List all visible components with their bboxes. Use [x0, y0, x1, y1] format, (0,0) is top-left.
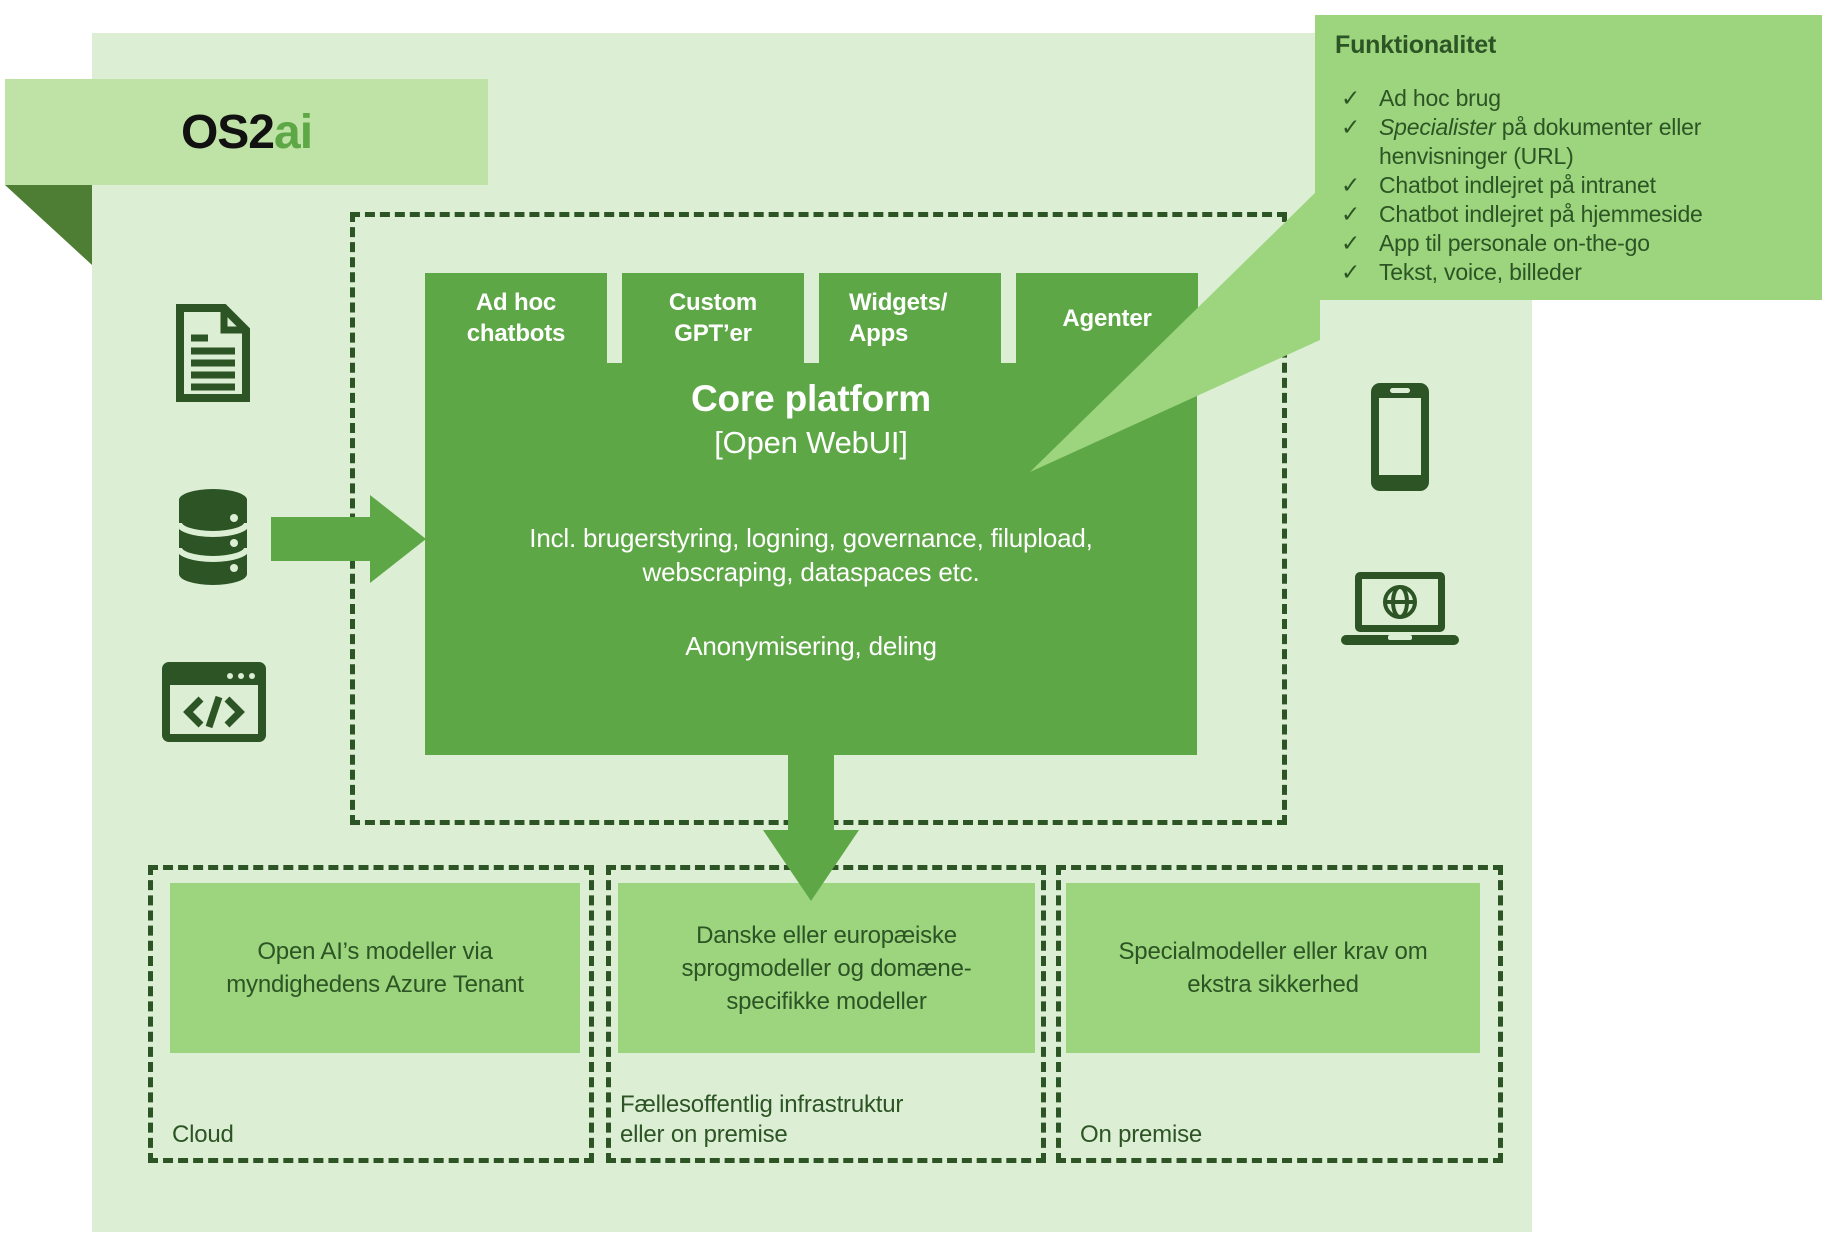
check-icon: ✓	[1341, 172, 1361, 198]
zone-label-line: Fællesoffentlig infrastruktur	[620, 1091, 904, 1118]
tab-gap	[1001, 273, 1016, 363]
core-description-line2: webscraping, dataspaces etc.	[642, 557, 980, 587]
tab-label: chatbots	[466, 320, 566, 347]
box-text-line: ekstra sikkerhed	[1187, 971, 1359, 998]
funktionalitet-title: Funktionalitet	[1335, 31, 1497, 59]
box-text-line: sprogmodeller og domæne-	[681, 954, 972, 982]
tab-label: GPT’er	[674, 320, 752, 347]
check-icon: ✓	[1341, 114, 1361, 140]
list-item-text: Chatbot indlejret på intranet	[1379, 172, 1656, 198]
zone-label-line: On premise	[1080, 1121, 1203, 1148]
core-description: Incl. brugerstyring, logning, governance…	[425, 521, 1197, 589]
on-premise-zone-dashed-frame	[1056, 865, 1503, 1163]
funktionalitet-panel: Funktionalitet ✓ Ad hoc brug ✓ Specialis…	[1315, 15, 1822, 300]
list-item: ✓ Specialister på dokumenter eller henvi…	[1335, 113, 1808, 171]
box-text-line: specifikke modeller	[726, 987, 927, 1015]
list-item: ✓ Tekst, voice, billeder	[1335, 258, 1808, 287]
funktionalitet-list: ✓ Ad hoc brug ✓ Specialister på dokument…	[1335, 84, 1808, 287]
banner-fold-triangle	[5, 185, 92, 265]
list-item-text: Tekst, voice, billeder	[1379, 259, 1582, 285]
logo-text-os2: OS2	[180, 105, 275, 159]
box-text-line: myndighedens Azure Tenant	[226, 971, 524, 998]
core-title: Core platform	[691, 378, 931, 419]
list-item-text: Ad hoc brug	[1379, 85, 1501, 111]
database-icon	[175, 487, 251, 587]
laptop-globe-icon	[1341, 572, 1459, 646]
tab-label: Apps	[849, 320, 909, 347]
tab-label: Widgets/	[849, 289, 948, 316]
list-item: ✓ Chatbot indlejret på hjemmeside	[1335, 200, 1808, 229]
tab-gap	[607, 273, 622, 363]
zone-label-line: eller on premise	[620, 1121, 788, 1148]
zone-label-line: Cloud	[172, 1121, 234, 1148]
smartphone-icon	[1369, 381, 1431, 493]
list-item: ✓ Ad hoc brug	[1335, 84, 1808, 113]
tab-widgets-apps: Widgets/ Apps	[819, 273, 1001, 363]
check-icon: ✓	[1341, 259, 1361, 285]
tab-label: Ad hoc	[475, 289, 557, 316]
tab-ad-hoc-chatbots: Ad hoc chatbots	[425, 273, 607, 363]
box-text-line: Open AI’s modeller via	[257, 938, 493, 965]
core-subtitle: [Open WebUI]	[714, 425, 908, 460]
logo-banner: OS2ai	[5, 79, 488, 185]
zone-label-cloud: Cloud	[172, 1120, 234, 1150]
logo-text-ai: ai	[274, 105, 313, 159]
tab-label: Agenter	[1062, 304, 1152, 332]
danish-european-models-box: Danske eller europæiske sprogmodeller og…	[618, 883, 1035, 1053]
code-window-icon	[162, 662, 266, 742]
tab-label: Custom	[668, 289, 758, 316]
check-icon: ✓	[1341, 85, 1361, 111]
tab-gap	[804, 273, 819, 363]
list-item-text: App til personale on-the-go	[1379, 230, 1650, 256]
list-item: ✓ App til personale on-the-go	[1335, 229, 1808, 258]
os2ai-logo: OS2ai	[180, 105, 313, 160]
down-arrow-icon	[788, 755, 834, 832]
tab-custom-gpter: Custom GPT’er	[622, 273, 804, 363]
document-icon	[172, 303, 254, 403]
box-text-line: Danske eller europæiske	[696, 921, 957, 949]
core-description-anonymisering: Anonymisering, deling	[685, 631, 937, 661]
list-item-text: Chatbot indlejret på hjemmeside	[1379, 201, 1703, 227]
zone-label-on-premise: On premise	[1080, 1120, 1202, 1150]
box-text-line: Specialmodeller eller krav om	[1118, 938, 1428, 965]
special-models-box: Specialmodeller eller krav om ekstra sik…	[1066, 883, 1480, 1053]
check-icon: ✓	[1341, 201, 1361, 227]
openai-models-box: Open AI’s modeller via myndighedens Azur…	[170, 883, 580, 1053]
cloud-zone-dashed-frame	[148, 865, 594, 1163]
zone-label-shared-infra: Fællesoffentlig infrastruktur eller on p…	[620, 1090, 903, 1150]
list-item-text: Specialister på dokumenter eller henvisn…	[1379, 114, 1702, 169]
right-arrow-icon	[271, 517, 371, 561]
check-icon: ✓	[1341, 230, 1361, 256]
core-description-line1: Incl. brugerstyring, logning, governance…	[529, 523, 1093, 553]
list-item: ✓ Chatbot indlejret på intranet	[1335, 171, 1808, 200]
